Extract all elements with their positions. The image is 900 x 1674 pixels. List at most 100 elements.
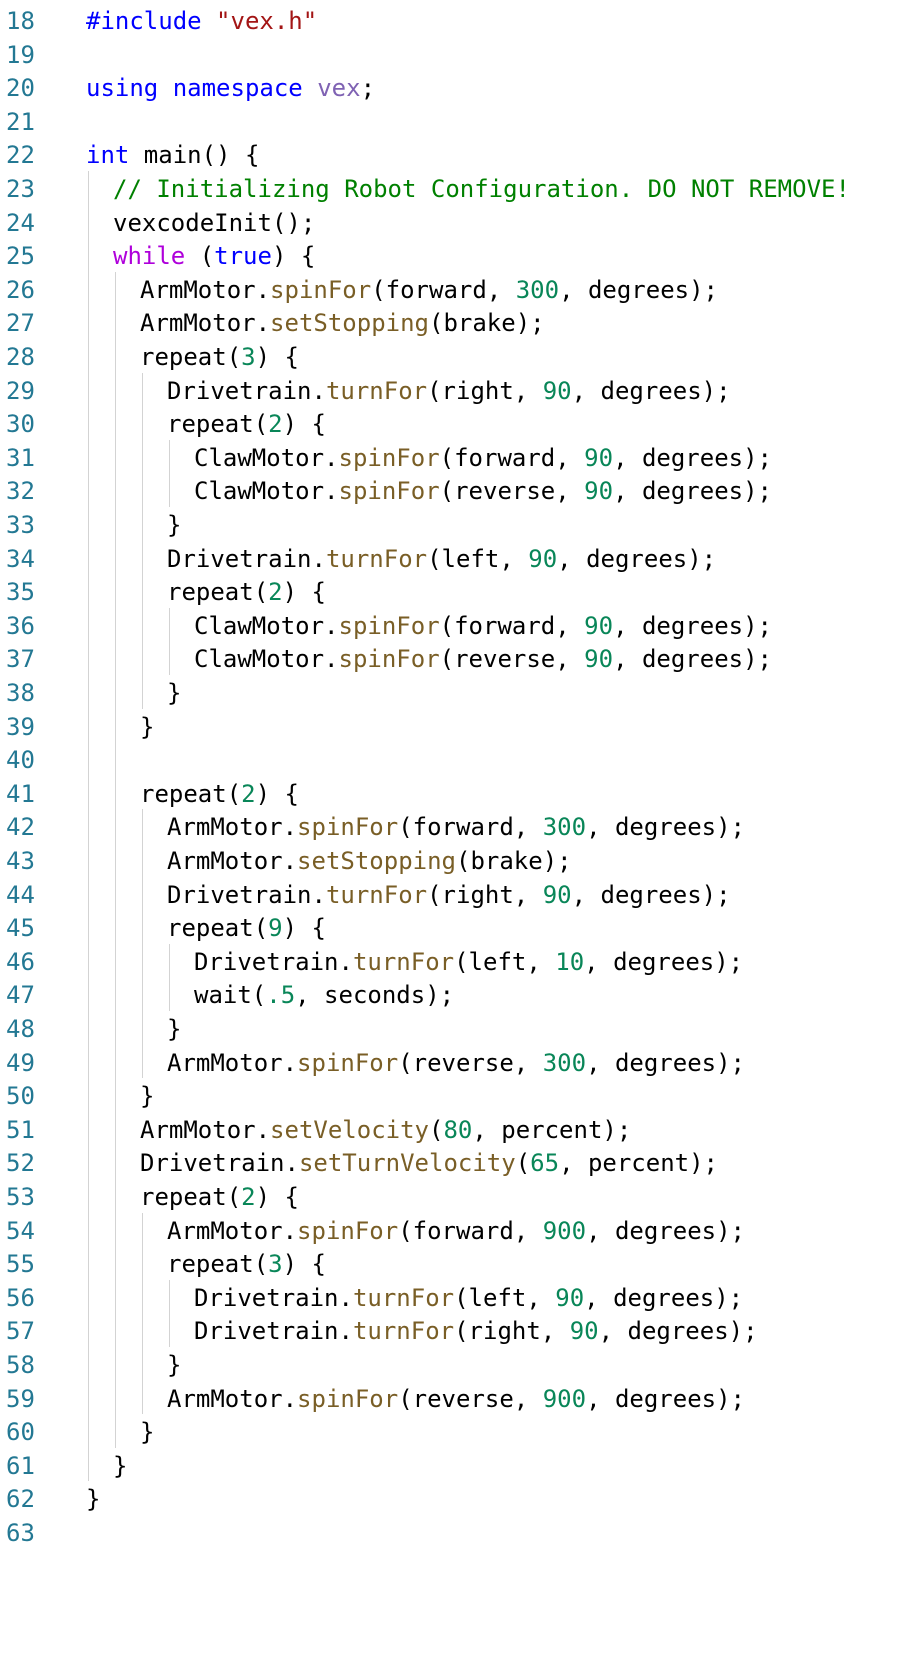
code-token: , degrees); — [613, 477, 773, 506]
line-number: 39 — [6, 712, 35, 741]
code-token: ArmMotor. — [140, 275, 271, 304]
line-number: 18 — [6, 7, 35, 35]
code-token: .5 — [266, 981, 296, 1010]
line-code: while (true) { — [113, 238, 315, 274]
line-number: 50 — [6, 1082, 35, 1111]
code-token: Drivetrain. — [167, 880, 326, 909]
code-token: vex — [317, 74, 361, 103]
code-token: , degrees); — [613, 645, 773, 674]
code-token: ArmMotor. — [167, 1048, 298, 1077]
indent-guide — [169, 439, 170, 507]
code-line[interactable]: 58} — [0, 1347, 900, 1383]
code-token: , seconds); — [295, 981, 455, 1010]
code-token: } — [113, 1451, 128, 1480]
code-line[interactable]: 23// Initializing Robot Configuration. D… — [0, 171, 900, 207]
code-line[interactable]: 19 — [0, 37, 900, 73]
code-token: ) { — [282, 914, 326, 943]
code-line[interactable]: 50} — [0, 1078, 900, 1114]
indent-guide — [169, 607, 170, 675]
code-line[interactable]: 61} — [0, 1448, 900, 1484]
line-code: ArmMotor.spinFor(forward, 900, degrees); — [167, 1213, 745, 1249]
code-token: turnFor — [325, 880, 428, 909]
code-token: ) { — [271, 242, 316, 271]
code-token: using — [86, 74, 159, 103]
line-code: ArmMotor.spinFor(reverse, 300, degrees); — [167, 1045, 745, 1081]
code-token: } — [167, 1015, 182, 1043]
line-code: } — [167, 1011, 181, 1047]
line-code: } — [140, 1078, 154, 1114]
code-line[interactable]: 21 — [0, 104, 900, 140]
line-code: Drivetrain.turnFor(left, 10, degrees); — [194, 944, 743, 980]
code-line[interactable]: 38} — [0, 675, 900, 711]
line-number: 30 — [6, 410, 35, 439]
code-token: (reverse, — [398, 1384, 543, 1413]
line-code: ArmMotor.setVelocity(80, percent); — [140, 1112, 631, 1148]
code-token: 300 — [515, 275, 560, 304]
line-number: 58 — [6, 1351, 35, 1379]
code-token: ) { — [255, 779, 299, 808]
code-token: (left, — [454, 1283, 556, 1312]
code-token: "vex.h" — [216, 7, 318, 35]
line-code: // Initializing Robot Configuration. DO … — [113, 171, 850, 207]
code-token: turnFor — [352, 1283, 455, 1312]
line-number: 61 — [6, 1451, 35, 1480]
code-token: , degrees); — [586, 1216, 746, 1245]
line-code: repeat(9) { — [167, 910, 326, 946]
code-token: } — [140, 1082, 155, 1111]
line-code: } — [113, 1448, 127, 1484]
code-line[interactable]: 39} — [0, 709, 900, 745]
indent-guide — [169, 1279, 170, 1347]
line-number: 32 — [6, 477, 35, 506]
code-token: , degrees); — [557, 544, 717, 573]
line-code: repeat(3) { — [140, 339, 299, 375]
code-token: #include — [86, 7, 217, 35]
code-token: wait( — [194, 981, 267, 1010]
code-token: 10 — [555, 947, 585, 976]
indent-guide — [142, 372, 143, 709]
code-token: setVelocity — [270, 1115, 429, 1144]
code-line[interactable]: 62} — [0, 1481, 900, 1517]
code-token: int — [86, 141, 130, 170]
code-line[interactable]: 63 — [0, 1515, 900, 1551]
code-line[interactable]: 40 — [0, 742, 900, 778]
code-line[interactable]: 48} — [0, 1011, 900, 1047]
code-line[interactable]: 60} — [0, 1414, 900, 1450]
code-token: ) { — [282, 578, 326, 607]
code-line[interactable]: 33} — [0, 507, 900, 543]
code-line[interactable]: 18 #include "vex.h" — [0, 3, 900, 39]
code-token: setStopping — [297, 847, 456, 875]
code-token: spinFor — [297, 1384, 399, 1413]
